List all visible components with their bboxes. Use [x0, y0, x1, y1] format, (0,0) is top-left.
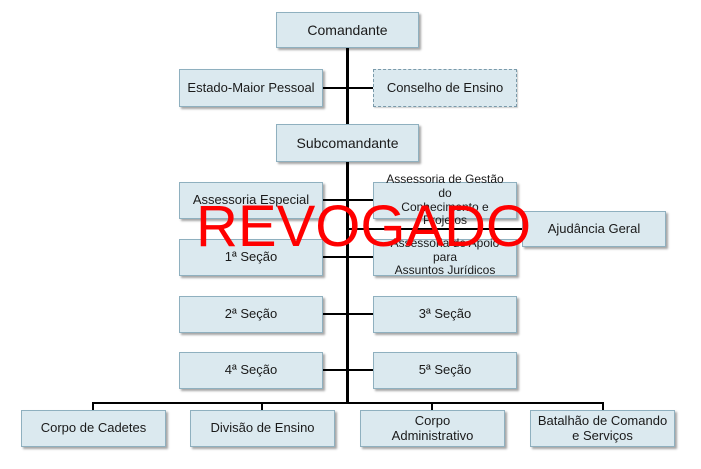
- connector-secao-3: [348, 313, 374, 315]
- bottom-bus-line: [92, 402, 604, 404]
- node-ajudancia-geral: Ajudância Geral: [522, 211, 666, 247]
- node-secao-2: 2ª Seção: [179, 296, 323, 333]
- node-assessoria-apoio: Assessoria de Apoio para Assuntos Jurídi…: [373, 236, 517, 277]
- node-secao-3: 3ª Seção: [373, 296, 517, 333]
- connector-assessoria-especial: [323, 199, 347, 201]
- connector-assessoria-gestao: [348, 199, 374, 201]
- node-secao-1: 1ª Seção: [179, 239, 323, 276]
- node-conselho-de-ensino: Conselho de Ensino: [373, 69, 517, 107]
- node-corpo-de-cadetes: Corpo de Cadetes: [21, 410, 166, 447]
- drop-corpo-cadetes: [92, 402, 94, 410]
- node-batalhao: Batalhão de Comando e Serviços: [530, 410, 675, 447]
- node-corpo-administrativo: Corpo Administrativo: [360, 410, 505, 447]
- drop-divisao-ensino: [261, 402, 263, 410]
- connector-secao-4: [323, 369, 347, 371]
- drop-corpo-administrativo: [431, 402, 433, 410]
- connector-assessoria-apoio: [348, 256, 374, 258]
- node-estado-maior-pessoal: Estado-Maior Pessoal: [179, 69, 323, 107]
- node-subcomandante: Subcomandante: [276, 124, 419, 162]
- node-divisao-de-ensino: Divisão de Ensino: [190, 410, 335, 447]
- connector-secao-2: [323, 313, 347, 315]
- drop-batalhao: [602, 402, 604, 410]
- connector-conselho: [348, 87, 374, 89]
- node-assessoria-especial: Assessoria Especial: [179, 182, 323, 219]
- connector-ajudancia: [348, 228, 522, 230]
- connector-secao-5: [348, 369, 374, 371]
- node-secao-4: 4ª Seção: [179, 352, 323, 389]
- node-comandante: Comandante: [276, 12, 419, 48]
- spine-line: [346, 48, 349, 404]
- node-secao-5: 5ª Seção: [373, 352, 517, 389]
- revogado-stamp: REVOGADO: [196, 194, 532, 259]
- connector-estado-maior: [323, 87, 347, 89]
- connector-secao-1: [323, 256, 347, 258]
